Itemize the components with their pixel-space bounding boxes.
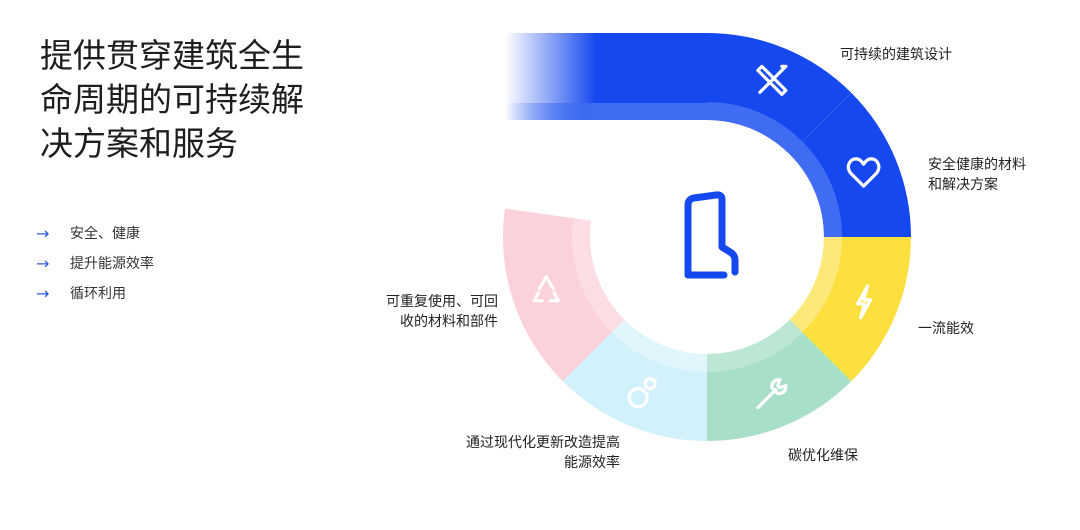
label-healthy-materials: 安全健康的材料和解决方案 xyxy=(928,157,1026,193)
headline-line: 决方案和服务 xyxy=(40,124,238,163)
heart-icon xyxy=(846,157,881,188)
ruler-pencil-icon xyxy=(756,64,788,97)
benefit-label: 安全、健康 xyxy=(70,226,140,242)
arrow-right-icon: → xyxy=(36,253,50,273)
ring-segment-inner-band xyxy=(789,141,842,237)
wrench-icon xyxy=(756,377,788,410)
label-carbon-maintenance: 碳优化维保 xyxy=(788,448,858,464)
ring-segment-inner-band xyxy=(707,102,803,155)
benefit-item: → 提升能源效率 xyxy=(36,248,154,278)
ring-segment-inner-band xyxy=(789,237,842,333)
lightning-icon xyxy=(855,284,873,320)
arrow-right-icon: → xyxy=(36,223,50,243)
ring-lead-in-inner-band xyxy=(505,103,708,120)
label-energy-efficiency: 一流能效 xyxy=(918,321,974,337)
center-logo xyxy=(684,191,739,279)
headline-line: 提供贯穿建筑全生 xyxy=(40,36,304,75)
recycle-icon xyxy=(532,275,560,303)
benefit-item: → 循环利用 xyxy=(36,278,154,308)
ring-segment-inner-band xyxy=(611,319,707,372)
ring-segment-recycle xyxy=(503,208,625,382)
gears-icon xyxy=(627,377,657,409)
headline-line: 命周期的可持续解 xyxy=(40,80,304,119)
ring-segment-inner-band xyxy=(571,218,625,333)
benefit-label: 循环利用 xyxy=(70,286,126,302)
label-sustainable-design: 可持续的建筑设计 xyxy=(840,47,952,63)
benefit-label: 提升能源效率 xyxy=(70,256,154,272)
benefit-list: → 安全、健康 → 提升能源效率 → 循环利用 xyxy=(36,218,154,308)
label-retrofit: 通过现代化更新改造提高能源效率 xyxy=(466,435,620,471)
page-headline: 提供贯穿建筑全生 命周期的可持续解 决方案和服务 xyxy=(40,34,304,166)
benefit-item: → 安全、健康 xyxy=(36,218,154,248)
arrow-right-icon: → xyxy=(36,283,50,303)
label-recyclable-materials: 可重复使用、可回收的材料和部件 xyxy=(386,294,498,330)
ring-segment-inner-band xyxy=(707,319,803,372)
